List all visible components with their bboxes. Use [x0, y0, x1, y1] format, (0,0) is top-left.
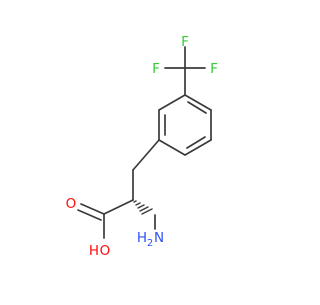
ring-bond-3 [184, 139, 212, 156]
hydroxyl-oxygen: O [100, 243, 111, 259]
carboxylic-acid-group: O H O [66, 196, 134, 259]
ring-bond-1 [184, 94, 212, 111]
amine-group: H 2 N [137, 230, 164, 249]
hash-2 [135, 202, 141, 206]
structure-svg: F F F O H O [66, 34, 218, 259]
fluorine-left: F [152, 61, 160, 77]
trifluoromethyl-group: F F F [152, 34, 218, 96]
hash-3 [137, 204, 145, 209]
molecule-diagram: F F F O H O [66, 34, 218, 259]
benzene-ring [158, 94, 212, 156]
ring-bond-6 [158, 94, 186, 111]
hash-5 [141, 208, 153, 215]
hash-4 [139, 206, 149, 212]
fluorine-right: F [210, 61, 218, 77]
ring-bond-4 [158, 139, 186, 156]
fluorine-top: F [181, 34, 189, 50]
stereo-hashed-wedge [133, 200, 153, 215]
bond-ca-cooh [103, 199, 134, 215]
amine-hydrogen: H [137, 230, 147, 246]
hydroxyl-hydrogen: H [89, 243, 99, 259]
ring-double-2 [186, 136, 206, 149]
oxygen-carbonyl: O [66, 196, 77, 212]
bond-ring-ch2 [132, 139, 160, 171]
amine-subscript-2: 2 [147, 238, 153, 249]
amine-nitrogen: N [154, 230, 164, 246]
bond-c-o-double-b [77, 209, 102, 221]
ring-double-1 [187, 101, 207, 114]
bond-c-o-double-a [80, 203, 105, 215]
hash-1 [133, 200, 137, 203]
